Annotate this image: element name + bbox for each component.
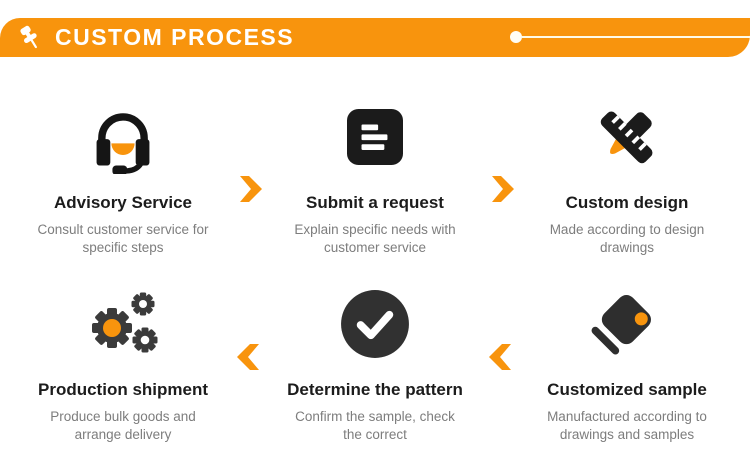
step-description: Explain specific needs with customer ser… [294,222,456,255]
process-row-2: Production shipment Produce bulk goods a… [14,282,736,443]
arrow-left-icon [484,282,518,443]
step-title: Customized sample [547,380,707,399]
step-description: Confirm the sample, check the correct [295,409,455,442]
arrow-right-icon [232,95,266,256]
step-description: Made according to design drawings [549,222,705,255]
process-step-request: Submit a request Explain specific needs … [266,95,484,256]
process-step-pattern: Determine the pattern Confirm the sample… [266,282,484,443]
gears-icon [84,288,162,365]
step-title: Advisory Service [54,193,192,212]
tag-icon [591,289,663,364]
headset-icon [86,100,160,179]
step-description: Manufactured according to drawings and s… [547,409,707,442]
step-title: Production shipment [38,380,208,399]
step-title: Submit a request [306,193,444,212]
step-title: Custom design [565,193,689,212]
process-step-design: Custom design Made according to design d… [518,95,736,256]
process-step-shipment: Production shipment Produce bulk goods a… [14,282,232,443]
decorative-line [522,36,750,38]
step-title: Determine the pattern [287,380,463,399]
process-flow: Advisory Service Consult customer servic… [0,95,750,443]
pushpin-icon [16,24,42,52]
step-description: Produce bulk goods and arrange delivery [50,409,196,442]
check-circle-icon [339,288,411,365]
arrow-right-icon [484,95,518,256]
decorative-dot [510,31,522,43]
step-description: Consult customer service for specific st… [37,222,209,255]
section-title: CUSTOM PROCESS [55,24,295,50]
design-tools-icon [590,100,664,179]
process-row-1: Advisory Service Consult customer servic… [14,95,736,256]
process-step-advisory: Advisory Service Consult customer servic… [14,95,232,256]
section-header: CUSTOM PROCESS [0,18,750,57]
process-step-sample: Customized sample Manufactured according… [518,282,736,443]
arrow-left-icon [232,282,266,443]
request-document-icon [347,108,403,170]
